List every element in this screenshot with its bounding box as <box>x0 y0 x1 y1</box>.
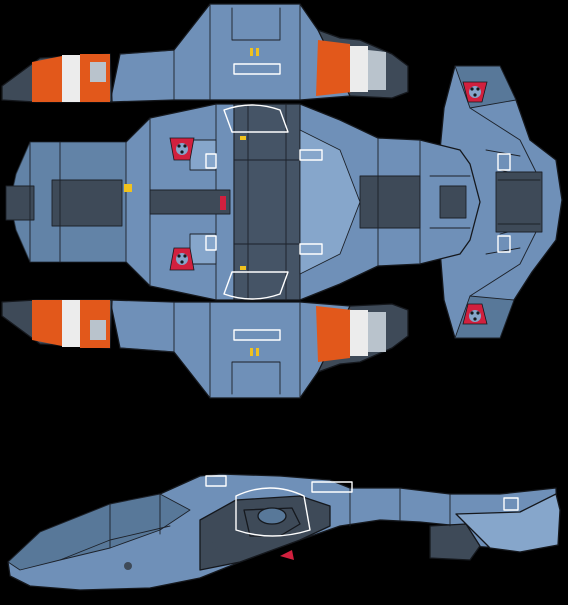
insignia-icon <box>169 137 195 161</box>
insignia-icon <box>462 303 488 325</box>
insignia-icon <box>169 247 195 271</box>
insignia-icon <box>462 81 488 103</box>
upper-nacelle <box>1 3 409 103</box>
lower-nacelle <box>1 299 409 399</box>
starship-top-view-icon <box>1 3 563 399</box>
starship-side-view-icon <box>7 473 561 591</box>
main-hull <box>5 103 543 301</box>
